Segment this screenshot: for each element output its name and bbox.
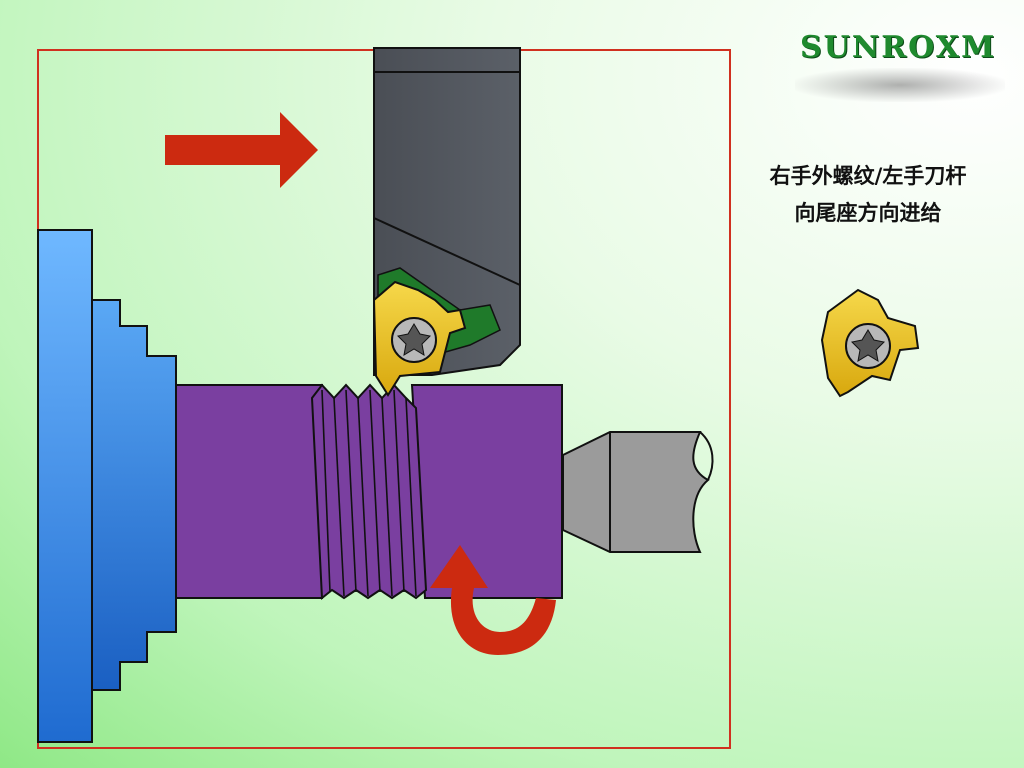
rotation-arrow — [430, 545, 556, 655]
chuck — [37, 229, 177, 743]
insert-detail — [820, 288, 920, 398]
caption-line-2: 向尾座方向进给 — [794, 201, 942, 225]
feed-direction-arrow — [165, 112, 318, 188]
threading-insert — [372, 280, 467, 397]
logo-shadow — [795, 68, 1005, 102]
thread-section — [310, 383, 428, 601]
tailstock-center — [562, 431, 714, 553]
brand-logo: SUNROXM — [800, 30, 997, 65]
workpiece — [175, 383, 563, 601]
caption: 右手外螺纹/左手刀杆 向尾座方向进给 — [748, 158, 988, 232]
caption-line-1: 右手外螺纹/左手刀杆 — [769, 164, 967, 188]
